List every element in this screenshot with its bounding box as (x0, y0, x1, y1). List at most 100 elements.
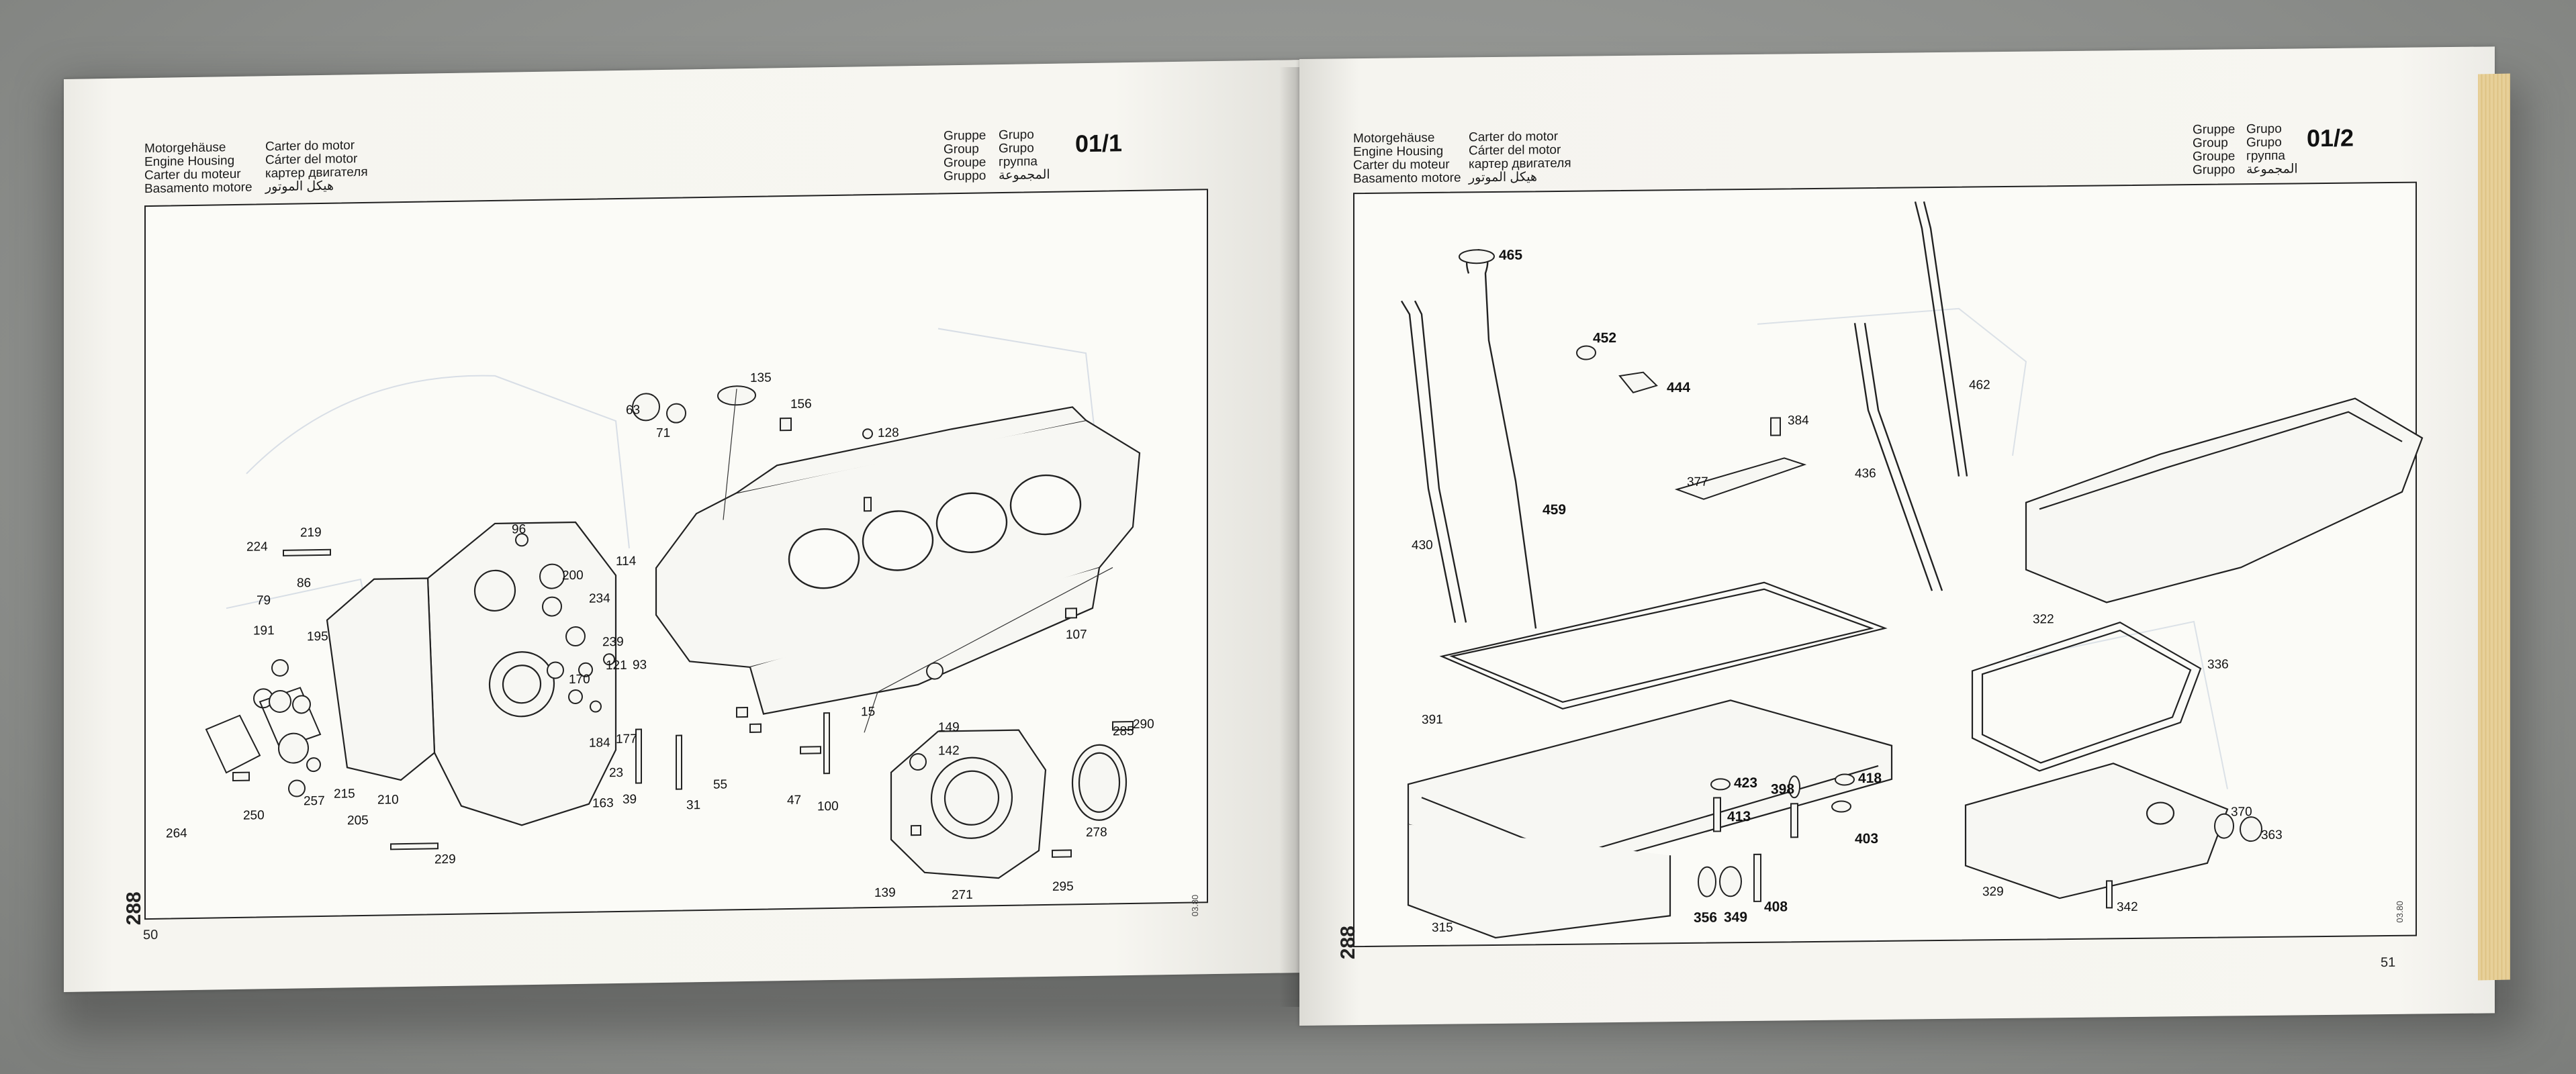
group-label-it: Gruppo (944, 168, 986, 184)
callout-label: 336 (2207, 658, 2229, 672)
callout-label: 224 (246, 540, 268, 554)
callout-label: 219 (300, 526, 322, 540)
right-header-names-2: Carter do motor Cárter del motor картер … (1469, 130, 1571, 185)
callout-label: 195 (307, 630, 328, 644)
left-header-names: Motorgehäuse Engine Housing Carter du mo… (144, 140, 252, 196)
page-number: 51 (2381, 955, 2396, 971)
header-name-ar: هيكل الموتور (265, 179, 334, 195)
callout-label: 423 (1734, 775, 1757, 791)
header-name-de: Motorgehäuse (144, 140, 226, 156)
side-number: 288 (1337, 926, 1360, 960)
callout-label: 139 (874, 886, 896, 900)
callout-label: 257 (304, 794, 325, 808)
group-value-ar: المجموعة (2246, 162, 2298, 177)
group-value-ru: группа (2246, 148, 2285, 164)
callout-label: 55 (713, 777, 727, 791)
group-number: 01/2 (2307, 124, 2354, 152)
callout-label: 465 (1499, 248, 1522, 263)
callout-label: 177 (616, 732, 637, 746)
left-group-labels: Gruppe Group Groupe Gruppo (944, 128, 986, 184)
callout-label: 149 (938, 720, 960, 734)
print-code: 03.80 (1189, 894, 1200, 917)
right-group-labels: Gruppe Group Groupe Gruppo (2193, 122, 2236, 177)
callout-label: 430 (1412, 538, 1433, 552)
callout-label: 205 (347, 814, 369, 828)
callout-label: 156 (790, 397, 812, 411)
group-value-ar: المجموعة (999, 167, 1050, 183)
callout-label: 285 (1113, 724, 1134, 738)
callout-label: 121 (606, 658, 627, 673)
callout-label: 322 (2033, 612, 2054, 626)
callout-label: 200 (562, 569, 584, 583)
callout-label: 370 (2231, 805, 2252, 819)
callout-label: 15 (861, 705, 875, 719)
right-header-names: Motorgehäuse Engine Housing Carter du mo… (1353, 131, 1461, 186)
group-value-pt: Grupo (2246, 121, 2282, 137)
callout-label: 452 (1593, 330, 1616, 346)
group-label-de: Gruppe (944, 128, 986, 144)
header-name-ru: картер двигателя (1469, 156, 1571, 172)
callout-label: 79 (257, 593, 271, 607)
callout-label: 71 (656, 426, 670, 440)
callout-label: 250 (243, 808, 265, 822)
callout-label: 398 (1771, 781, 1794, 797)
callout-label: 39 (623, 793, 637, 807)
callout-label: 408 (1764, 899, 1788, 914)
group-value-es: Grupo (2246, 135, 2282, 150)
callout-label: 47 (787, 793, 801, 808)
header-name-ar: هيكل الموتور (1469, 170, 1538, 185)
callout-label: 391 (1422, 713, 1443, 727)
callout-label: 107 (1066, 628, 1087, 642)
callout-label: 384 (1788, 413, 1809, 428)
callout-label: 413 (1727, 809, 1751, 824)
page-number: 50 (143, 927, 158, 943)
callout-label: 290 (1133, 717, 1154, 731)
callout-label: 100 (817, 799, 839, 814)
callout-label: 215 (334, 787, 355, 801)
callout-label: 363 (2261, 828, 2283, 842)
left-callouts: 135 156 128 63 71 96 114 200 234 239 121… (166, 371, 1154, 902)
callout-label: 315 (1432, 921, 1453, 935)
print-code: 03.80 (2394, 900, 2405, 923)
callout-label: 31 (686, 798, 700, 812)
left-exploded-diagram: 135 156 128 63 71 96 114 200 234 239 121… (166, 328, 1154, 902)
callout-label: 93 (633, 658, 647, 672)
group-label-en: Group (944, 142, 979, 157)
callout-label: 342 (2117, 900, 2138, 914)
callout-label: 229 (434, 852, 456, 867)
callout-label: 114 (616, 554, 637, 569)
group-value-pt: Grupo (999, 128, 1034, 143)
side-number: 288 (123, 891, 146, 926)
group-value-ru: группа (999, 154, 1038, 170)
group-label-fr: Groupe (2193, 149, 2236, 164)
callout-label: 295 (1052, 879, 1074, 893)
callout-label: 377 (1687, 475, 1708, 489)
callout-label: 86 (297, 576, 311, 590)
callout-label: 210 (377, 793, 399, 807)
right-diagram-frame: 465 452 444 462 384 377 436 430 459 322 … (1353, 181, 2424, 948)
callout-label: 403 (1855, 831, 1878, 846)
header-name-ru: картер двигателя (265, 164, 368, 181)
right-exploded-diagram: 465 452 444 462 384 377 436 430 459 322 … (1400, 201, 2424, 939)
callout-label: 163 (592, 796, 614, 810)
callout-label: 128 (878, 426, 899, 440)
group-label-fr: Groupe (944, 155, 986, 170)
callout-label: 278 (1086, 826, 1107, 840)
callout-label: 436 (1855, 467, 1876, 481)
callout-label: 264 (166, 826, 187, 841)
callout-label: 444 (1667, 380, 1690, 395)
left-group-values: Grupo Grupo группа المجموعة (999, 128, 1050, 183)
callout-label: 459 (1543, 502, 1566, 518)
callout-label: 349 (1724, 910, 1747, 925)
callout-label: 356 (1694, 910, 1717, 925)
callout-label: 184 (589, 736, 610, 750)
group-label-de: Gruppe (2193, 122, 2236, 138)
callout-label: 63 (626, 403, 640, 418)
left-header-names-2: Carter do motor Cárter del motor картер … (265, 138, 368, 195)
left-page: Motorgehäuse Engine Housing Carter du mo… (64, 60, 1299, 992)
callout-label: 329 (1982, 885, 2004, 899)
callout-label: 96 (512, 522, 526, 536)
page-block-edge (2478, 73, 2510, 981)
callout-label: 234 (589, 591, 610, 606)
